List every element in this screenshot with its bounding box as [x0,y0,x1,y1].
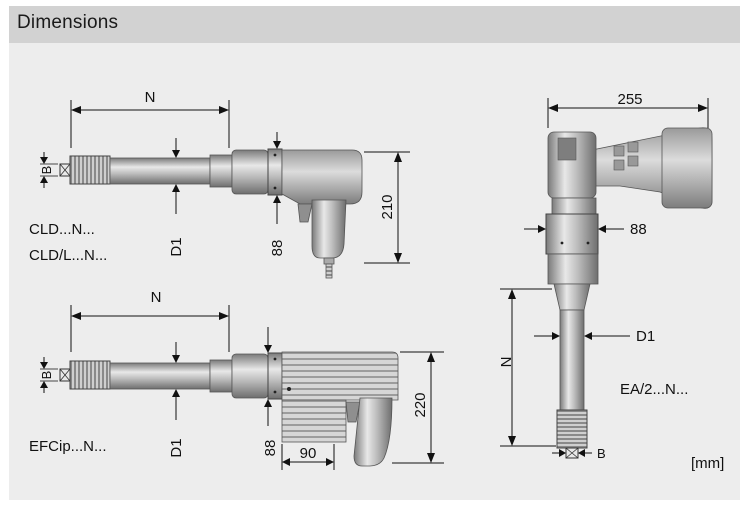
cld-length-label: N [145,89,156,106]
cld-model-2: CLD/L...N... [29,247,107,264]
tool-ea2-dimensions: 255 88 D1 N B [498,91,709,461]
tool-cld-dimensions: N D1 88 210 B [39,89,410,264]
unit-label: [mm] [691,455,724,472]
efcip-width-label: 90 [300,445,317,462]
efcip-ring-label: 88 [262,440,279,457]
panel-title: Dimensions [17,12,119,33]
ea2-square-label: B [597,446,606,461]
cld-model-1: CLD...N... [29,221,95,238]
ea2-length-label: N [498,357,515,368]
efcip-model-1: EFCip...N... [29,438,107,455]
tool-efcip [59,351,399,467]
ea2-diameter-label: D1 [636,328,655,345]
panel-header: Dimensions [9,6,740,43]
cld-ring-label: 88 [269,240,286,257]
efcip-length-label: N [151,289,162,306]
efcip-diameter-label: D1 [168,438,185,457]
cld-square-label: B [39,166,54,175]
ea2-ring-label: 88 [630,221,647,238]
efcip-height-label: 220 [412,392,429,417]
tool-ea2 [545,127,713,459]
cld-diameter-label: D1 [168,237,185,256]
cld-height-label: 210 [379,194,396,219]
tool-cld [59,148,363,279]
tool-efcip-dimensions: N D1 88 220 90 B [39,289,444,470]
ea2-width-label: 255 [617,91,642,108]
ea2-model-1: EA/2...N... [620,381,688,398]
efcip-square-label: B [39,371,54,380]
